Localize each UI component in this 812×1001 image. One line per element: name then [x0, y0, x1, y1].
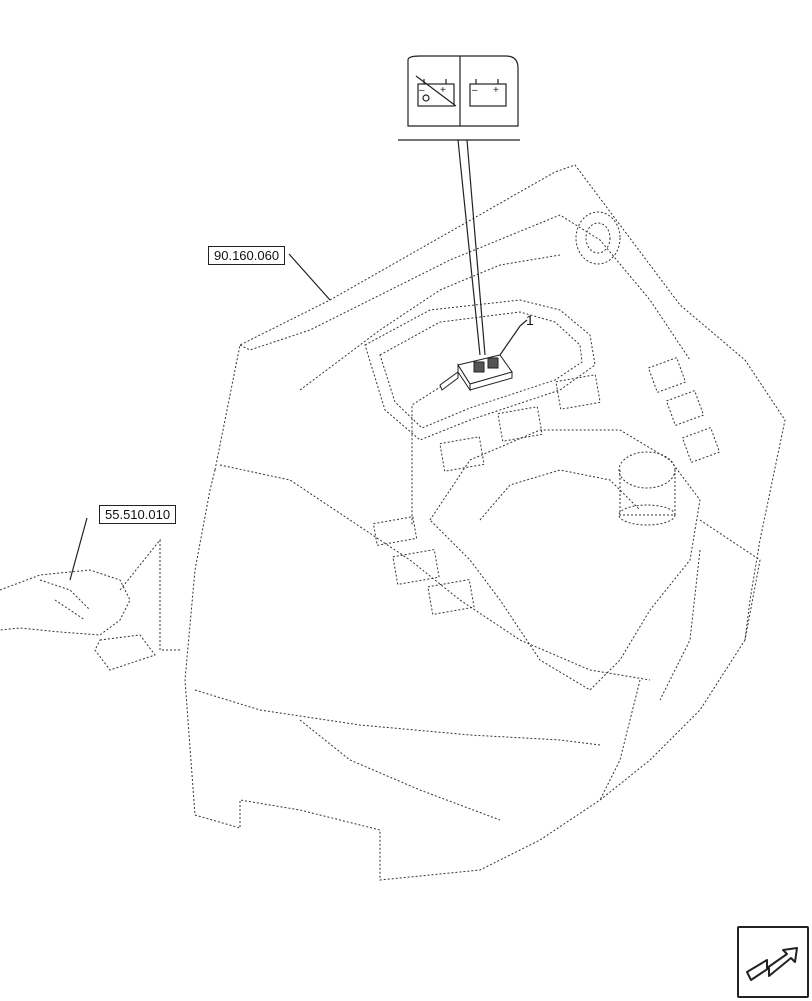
svg-text:+: +: [440, 85, 446, 96]
control-knob: [618, 451, 676, 489]
switch-slot: [665, 390, 705, 426]
battery-icon: [469, 79, 507, 107]
switch-slot: [372, 516, 418, 546]
switch-slot: [392, 548, 440, 586]
switch-slot: [681, 427, 721, 463]
svg-text:–: –: [419, 85, 425, 96]
switch-slot: [427, 578, 475, 616]
pedal-assembly: [0, 569, 131, 636]
svg-text:+: +: [493, 85, 499, 96]
callout-number: 1: [526, 312, 534, 328]
arrow-icon: [746, 947, 798, 981]
switch-slot: [647, 357, 687, 393]
switch-slot: [555, 374, 601, 410]
reference-label-main[interactable]: 90.160.060: [208, 246, 286, 265]
next-page-arrow-icon[interactable]: [737, 926, 809, 998]
reference-label-secondary[interactable]: 55.510.010: [99, 505, 177, 524]
dashboard-housing: [184, 164, 786, 881]
svg-text:–: –: [472, 85, 478, 96]
gauge: [575, 211, 621, 265]
battery-switch: [439, 354, 513, 392]
steering-column: [429, 429, 701, 691]
battery-disconnect-icon: [415, 75, 457, 107]
switch-slot: [497, 406, 543, 442]
switch-decal: [407, 55, 519, 127]
switch-slot: [439, 436, 485, 472]
